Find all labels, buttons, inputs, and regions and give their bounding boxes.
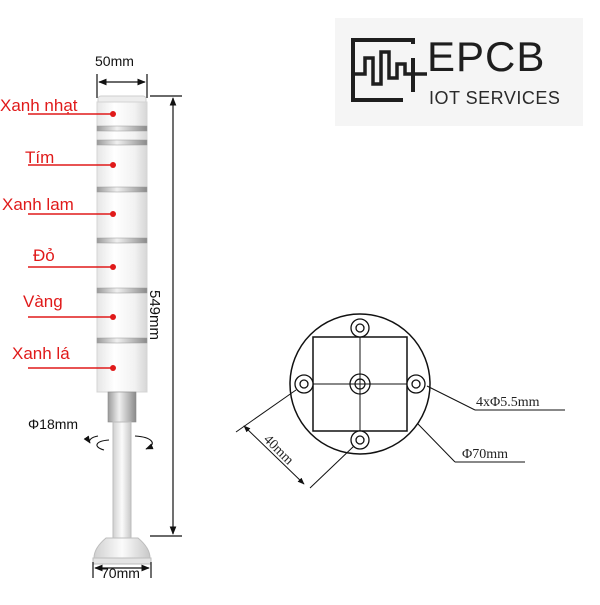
layer-label-marks [28, 111, 116, 371]
base-label: 70mm [101, 565, 140, 581]
tower-pole [112, 421, 132, 539]
width-label: 50mm [95, 53, 134, 69]
mounting-hole [411, 379, 421, 389]
layer-dot [110, 314, 116, 320]
layer-dot [110, 365, 116, 371]
width-dimension [96, 74, 148, 98]
tower-ring [96, 337, 148, 344]
layer-dot [110, 264, 116, 270]
epcb-logo-mark [351, 38, 427, 106]
tower-ring [96, 139, 148, 146]
mounting-plate [289, 313, 431, 455]
tower-column [96, 101, 148, 393]
height-dimension [150, 95, 182, 537]
plate-outer-circle [289, 313, 431, 455]
tower-ring [96, 186, 148, 193]
tower-base-plate [92, 557, 152, 565]
layer-dot [110, 111, 116, 117]
signal-tower [92, 95, 152, 565]
tower-ring [96, 125, 148, 132]
base-dimension [92, 562, 152, 578]
spacing-dimension [235, 389, 355, 489]
pole-label: Φ18mm [28, 416, 79, 432]
mounting-hole [299, 379, 309, 389]
center-hole [349, 373, 371, 395]
diameter-label: Φ70mm [462, 447, 508, 462]
mounting-holes [294, 318, 426, 450]
layer-dot [110, 162, 116, 168]
tower-ring [96, 237, 148, 244]
layer-label: Tím [25, 148, 55, 167]
plate-leaders [417, 385, 565, 463]
center-hole-inner [354, 378, 366, 390]
layer-label: Xanh lam [2, 195, 74, 214]
spacing-label: 40mm [260, 432, 296, 468]
layer-label: Xanh lá [12, 344, 70, 363]
mounting-hole [355, 323, 365, 333]
layer-label: Xanh nhạt [0, 96, 78, 115]
layer-label: Vàng [23, 292, 63, 311]
layer-label: Đỏ [33, 246, 55, 265]
logo-name: EPCB [427, 33, 546, 80]
logo-panel [335, 18, 583, 126]
logo-tagline: IOT SERVICES [429, 88, 561, 108]
tower-ring [96, 287, 148, 294]
mounting-hole [355, 435, 365, 445]
hole-label: 4xΦ5.5mm [476, 395, 540, 410]
pole-rotation-indicator [83, 435, 154, 451]
tower-base [93, 537, 151, 559]
tower-metal-collar [107, 391, 137, 423]
tower-rings [96, 125, 148, 344]
height-label: 549mm [146, 290, 163, 341]
layer-dot [110, 211, 116, 217]
